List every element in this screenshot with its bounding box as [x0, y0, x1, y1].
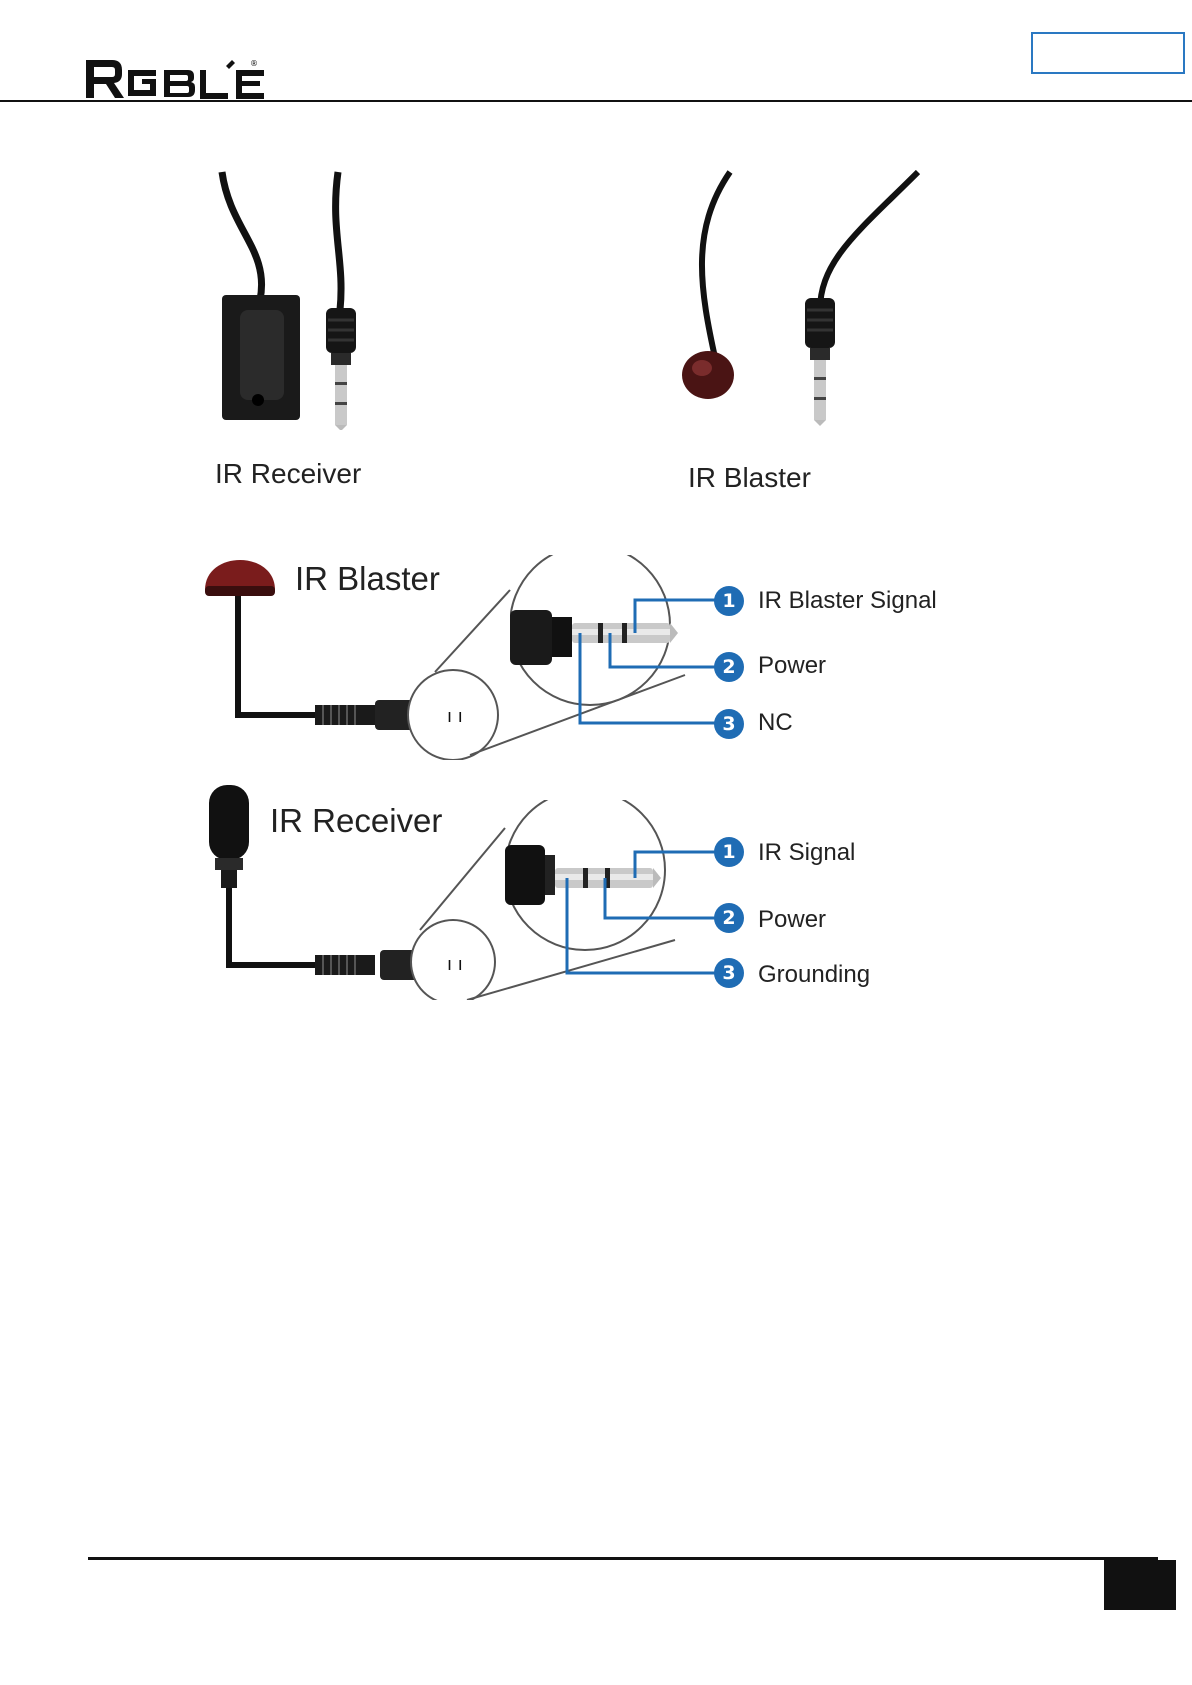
- ir-receiver-photo: [200, 170, 400, 430]
- receiver-pin-3-label: Grounding: [758, 961, 870, 989]
- receiver-pin-2-label: Power: [758, 906, 826, 934]
- blaster-pin-2-badge: 2: [714, 652, 744, 682]
- brand-logo: ®: [86, 56, 266, 100]
- receiver-pin-1-badge: 1: [714, 837, 744, 867]
- blaster-pin-3-label: NC: [758, 709, 793, 737]
- svg-text:®: ®: [250, 59, 258, 68]
- header-box: [1031, 32, 1185, 74]
- ir-blaster-photo: [660, 170, 920, 440]
- blaster-pin-1-label: IR Blaster Signal: [758, 587, 937, 615]
- header-rule: [0, 100, 1192, 102]
- footer-rule: [88, 1557, 1158, 1560]
- blaster-pin-2-label: Power: [758, 652, 826, 680]
- blaster-diagram-title: IR Blaster: [295, 560, 440, 598]
- receiver-pin-1-label: IR Signal: [758, 839, 855, 867]
- receiver-pin-2-badge: 2: [714, 903, 744, 933]
- receiver-pin-3-badge: 3: [714, 958, 744, 988]
- page-number-box: [1104, 1560, 1176, 1610]
- ir-receiver-caption: IR Receiver: [215, 458, 361, 490]
- receiver-plug-zoom: [505, 800, 1005, 1000]
- blaster-pin-1-badge: 1: [714, 586, 744, 616]
- receiver-diagram-title: IR Receiver: [270, 802, 442, 840]
- ir-blaster-caption: IR Blaster: [688, 462, 811, 494]
- svg-text:ı ı: ı ı: [447, 954, 463, 975]
- svg-text:ı ı: ı ı: [447, 706, 463, 727]
- blaster-pin-3-badge: 3: [714, 709, 744, 739]
